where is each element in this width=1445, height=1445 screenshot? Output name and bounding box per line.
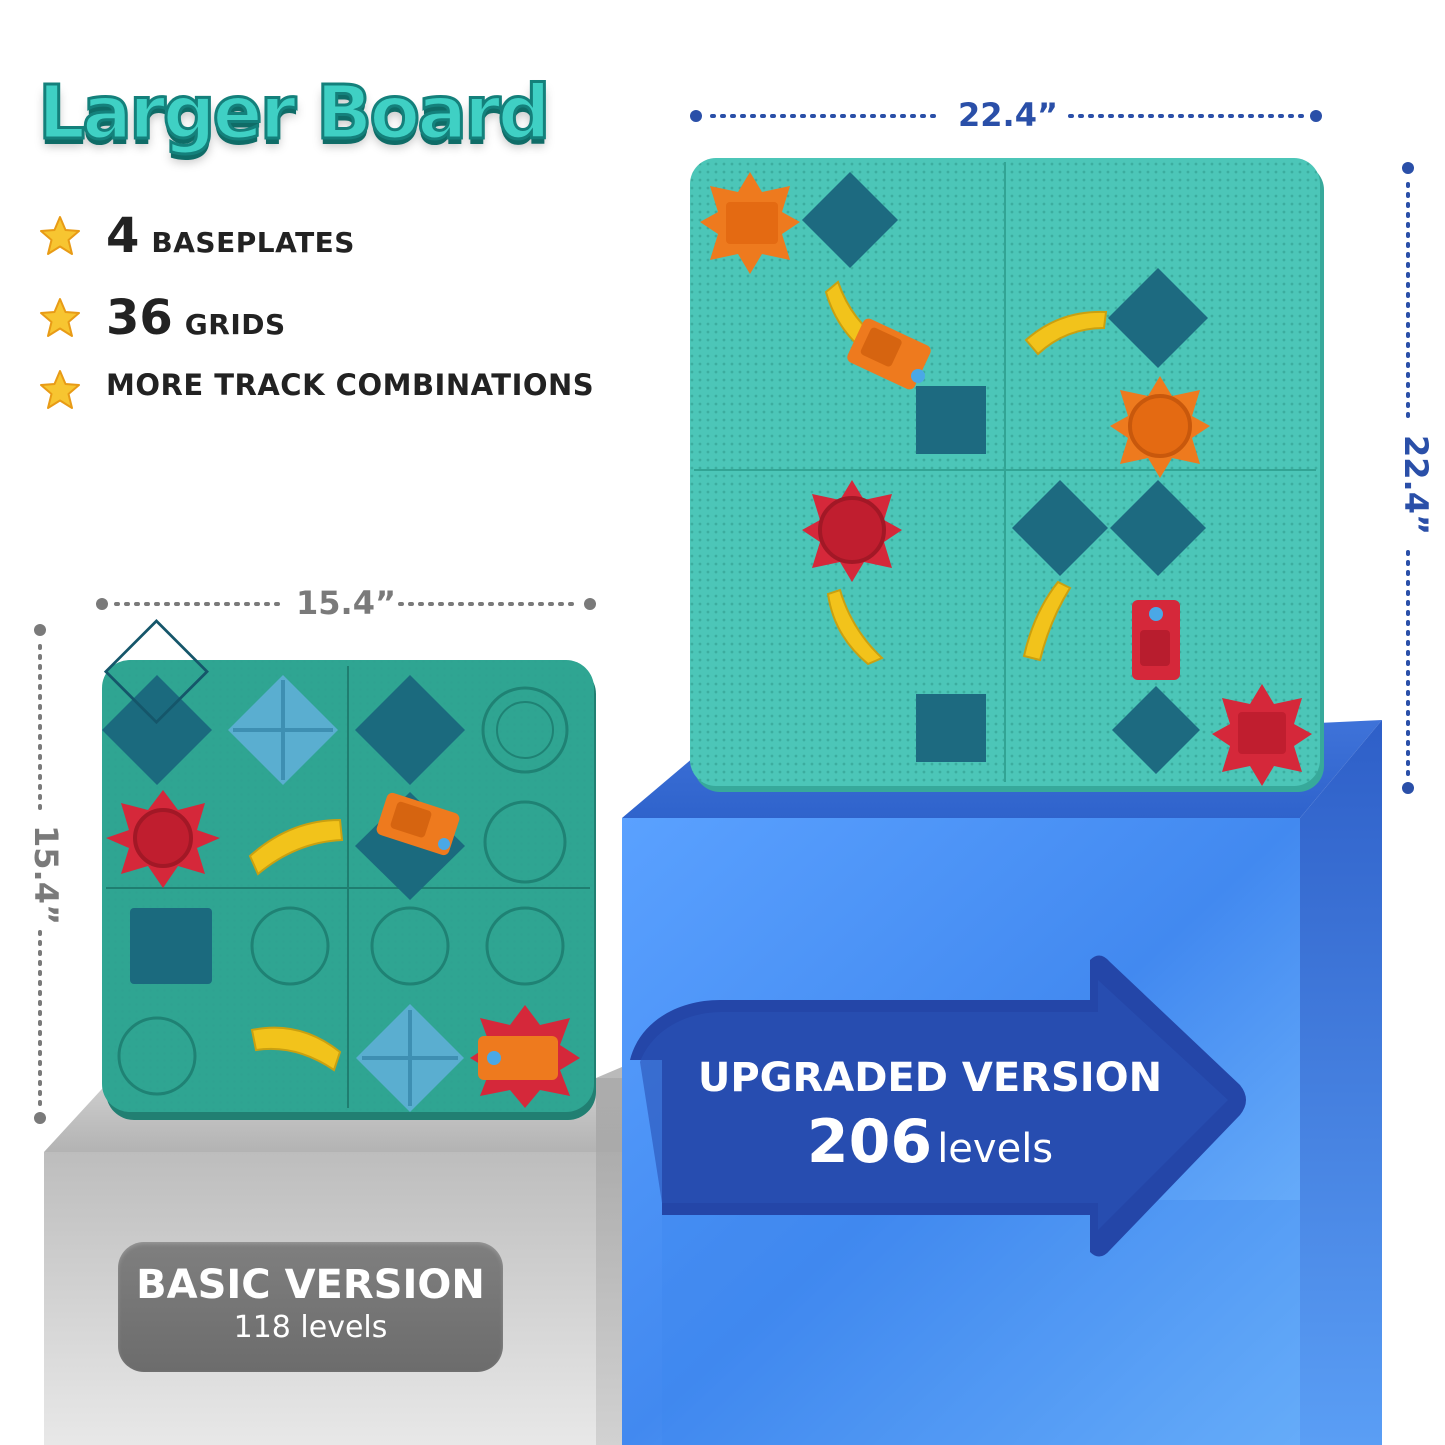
- basic-width-label: 15.4”: [296, 584, 396, 622]
- basic-version-levels: 118 levels: [233, 1310, 388, 1345]
- basic-board-launcher: [470, 1005, 580, 1108]
- feature-grids: 36 GRIDS: [38, 290, 286, 346]
- basic-board-tank: [376, 792, 460, 856]
- upgraded-levels-unit: levels: [937, 1126, 1054, 1172]
- upgraded-height-dimension: [1402, 162, 1414, 794]
- star-icon: [40, 216, 80, 255]
- headline: Larger Board: [37, 69, 553, 158]
- basic-height-label: 15.4”: [26, 825, 65, 925]
- upgraded-height-label: 22.4”: [1396, 435, 1435, 535]
- upgrade-arrow: [630, 955, 1246, 1257]
- upgraded-version-text: UPGRADED VERSION 206 levels: [660, 1055, 1200, 1177]
- upgraded-levels-number: 206: [806, 1107, 933, 1177]
- feature-track-combinations: MORE TRACK COMBINATIONS: [38, 368, 594, 412]
- star-icon: [40, 298, 80, 337]
- upgraded-board-tank-orange: [847, 318, 931, 390]
- upgraded-board: [690, 158, 1324, 792]
- feature-value: 36: [106, 290, 173, 346]
- feature-label: GRIDS: [184, 308, 286, 341]
- upgraded-version-title: UPGRADED VERSION: [697, 1055, 1163, 1101]
- basic-version-badge: BASIC VERSION 118 levels: [118, 1242, 503, 1372]
- upgraded-board-tank-red: [1132, 600, 1180, 680]
- feature-baseplates: 4 BASEPLATES: [38, 208, 355, 264]
- upgraded-width-dimension: [690, 110, 1322, 122]
- basic-version-title: BASIC VERSION: [136, 1262, 485, 1308]
- feature-label: BASEPLATES: [151, 226, 355, 259]
- basic-width-dimension: [96, 598, 596, 610]
- upgraded-width-label: 22.4”: [958, 96, 1058, 134]
- star-icon: [40, 370, 80, 409]
- basic-board: [102, 619, 596, 1120]
- feature-label: MORE TRACK COMBINATIONS: [106, 368, 595, 402]
- basic-height-dimension: [34, 624, 46, 1124]
- feature-value: 4: [106, 208, 140, 264]
